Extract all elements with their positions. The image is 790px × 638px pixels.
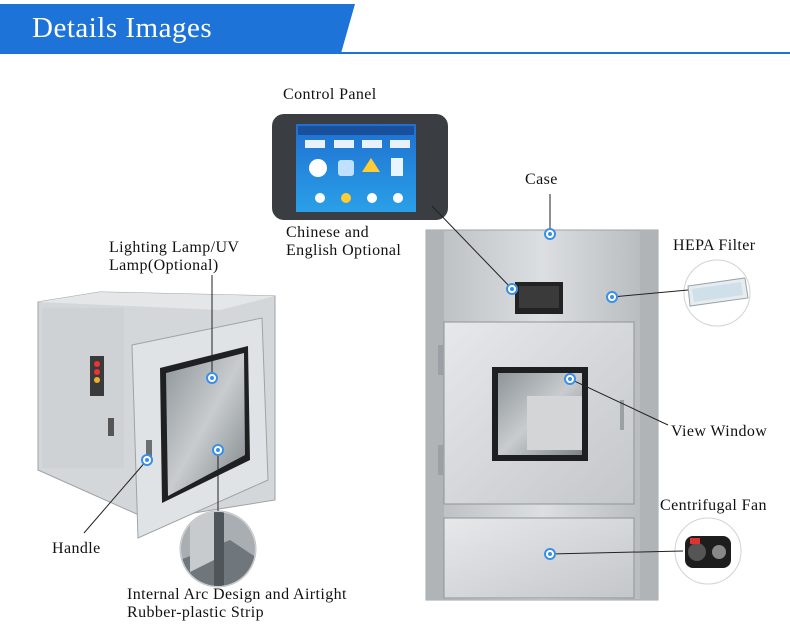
label-case: Case [525,171,558,188]
marker-handle [141,454,153,466]
label-chinese-english: Chinese and English Optional [286,224,402,259]
hotspot-markers [141,228,618,560]
label-control-panel: Control Panel [283,86,377,103]
label-handle: Handle [52,540,101,557]
marker-control-panel [506,283,518,295]
label-internal-arc: Internal Arc Design and Airtight Rubber-… [127,586,347,621]
header-divider [0,52,790,54]
label-hepa-filter: HEPA Filter [673,237,756,254]
marker-case [544,228,556,240]
marker-view-window [564,373,576,385]
label-lighting-lamp: Lighting Lamp/UV Lamp(Optional) [109,239,240,274]
control-panel-image [272,114,448,220]
marker-hepa [606,291,618,303]
hepa-filter-inset [683,259,751,327]
leader-lines [83,194,689,555]
arc-design-inset [179,510,257,588]
marker-lighting-lamp [206,372,218,384]
label-centrifugal-fan: Centrifugal Fan [660,497,767,514]
page-title: Details Images [32,12,213,44]
marker-arc-design [212,444,224,456]
pass-box-cabinet-open [37,291,276,539]
label-view-window: View Window [671,423,768,440]
marker-fan [544,548,556,560]
pass-box-cabinet-front [425,229,659,601]
header-tab [0,4,355,54]
section-header: Details Images [0,0,790,60]
centrifugal-fan-inset [674,517,742,585]
